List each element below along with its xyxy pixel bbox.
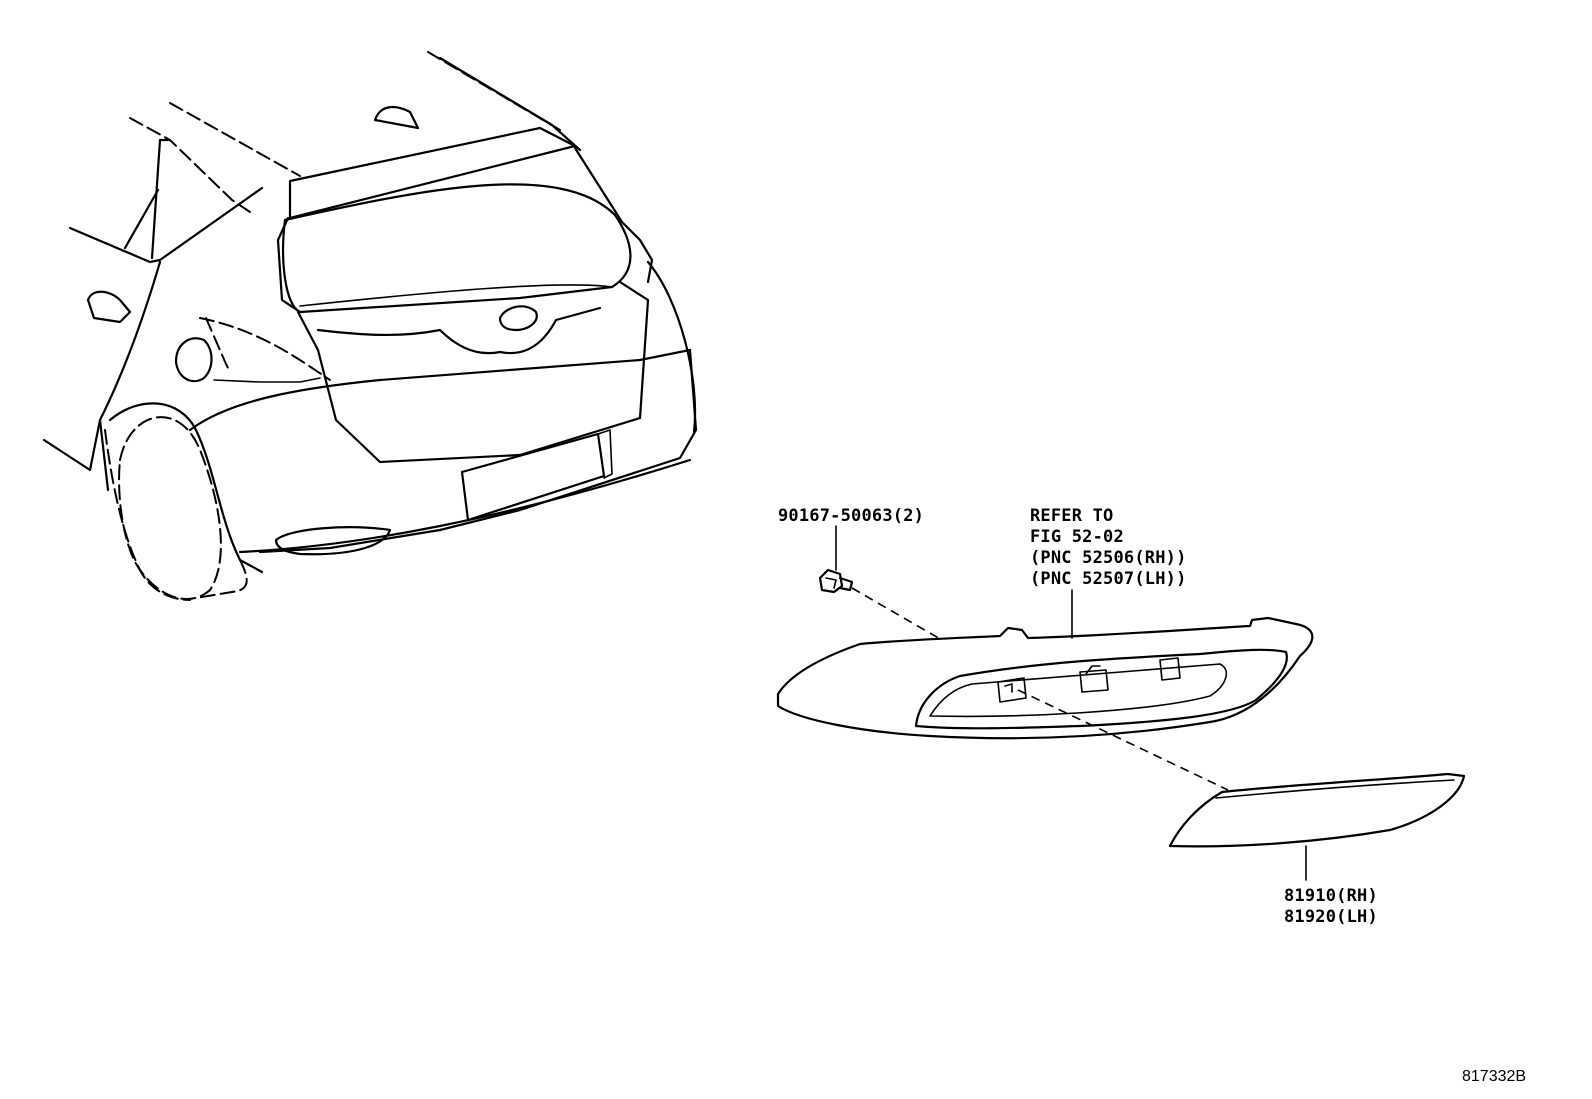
refer-to-label: REFER TO xyxy=(1030,506,1114,526)
reflector-part xyxy=(1168,772,1466,881)
refer-pnc-rh-label: (PNC 52506(RH)) xyxy=(1030,548,1187,568)
reflector-lh-part-number-label: 81920(LH) xyxy=(1284,907,1378,927)
illustration-id-label: 817332B xyxy=(1462,1068,1527,1085)
bolt-part xyxy=(818,525,854,594)
bumper-bezel-part xyxy=(776,589,1314,740)
refer-pnc-lh-label: (PNC 52507(LH)) xyxy=(1030,569,1187,589)
reflector-install-line xyxy=(1017,689,1229,791)
refer-figure-label: FIG 52-02 xyxy=(1030,527,1124,547)
bolt-part-number-label: 90167-50063(2) xyxy=(778,506,925,526)
vehicle-rear-illustration xyxy=(42,51,698,601)
bolt-install-line xyxy=(851,587,943,641)
reflector-rh-part-number-label: 81910(RH) xyxy=(1284,886,1378,906)
